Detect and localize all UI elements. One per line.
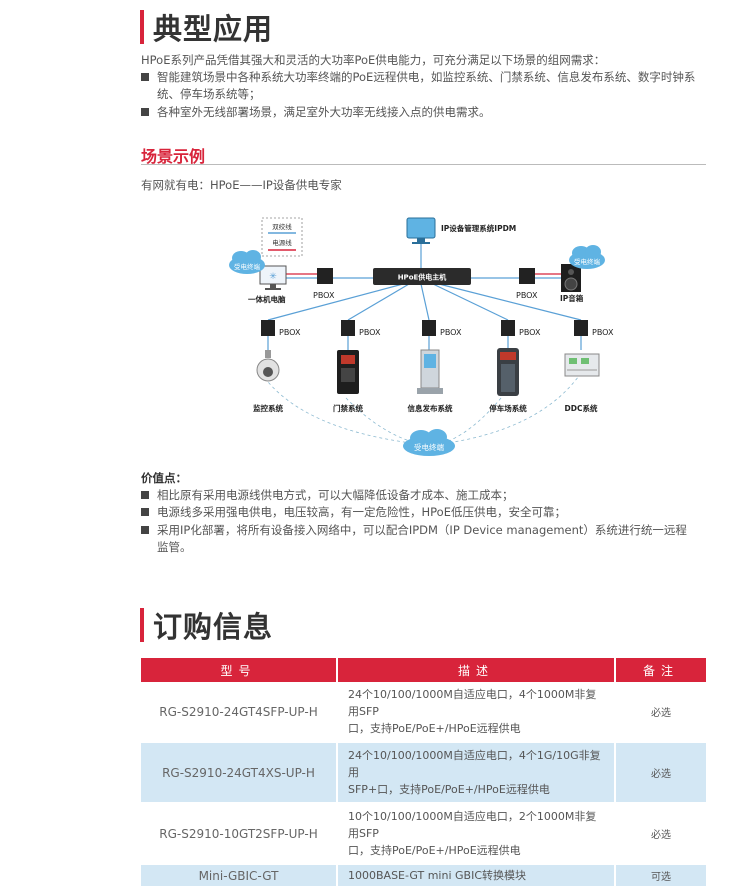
scenario-caption: 有网就有电：HPoE——IP设备供电专家 — [141, 178, 342, 192]
table-row: RG-S2910-10GT2SFP-UP-H 10个10/100/1000M自适… — [141, 803, 706, 865]
pbox-label: PBOX — [516, 291, 538, 300]
section-title-ordering-info: 订购信息 — [140, 604, 273, 646]
bullet-square-icon — [141, 108, 149, 116]
system-label: 门禁系统 — [333, 403, 363, 413]
pbox-label: PBOX — [440, 328, 462, 337]
pbox-top-right: PBOX — [516, 268, 538, 300]
cell-description: 24个10/100/1000M自适应电口，4个1G/10G非复用 SFP+口，支… — [337, 742, 616, 804]
all-in-one-pc-icon: ✳ — [259, 265, 287, 290]
section-title-typical-application: 典型应用 — [140, 6, 273, 48]
title-accent-bar — [140, 608, 144, 642]
cell-description: 10个10/100/1000M自适应电口，2个1000M非复用SFP 口，支持P… — [337, 803, 616, 865]
cloud-icon-bottom: 受电终端 — [403, 429, 455, 456]
page: 典型应用 HPoE系列产品凭借其强大和灵活的大功率PoE供电能力，可充分满足以下… — [140, 6, 706, 888]
table-row: RG-S2910-24GT4SFP-UP-H 24个10/100/1000M自适… — [141, 682, 706, 743]
cloud-icon-left: 受电终端 — [229, 250, 265, 274]
pbox-label: PBOX — [279, 328, 301, 337]
bullet-square-icon — [141, 526, 149, 534]
scenario-title: 场景示例 — [141, 147, 206, 166]
pbox-top-left: PBOX — [313, 268, 335, 300]
pbox-label: PBOX — [359, 328, 381, 337]
parking-terminal-icon — [497, 348, 519, 396]
application-bullet-2: 各种室外无线部署场景，满足室外大功率无线接入点的供电需求。 — [141, 104, 706, 121]
cell-note: 可选 — [615, 864, 706, 888]
header-description: 描述 — [337, 658, 616, 682]
system-labels: 监控系统 门禁系统 信息发布系统 停车场系统 DDC系统 — [253, 403, 598, 413]
value-title: 价值点： — [141, 471, 187, 485]
cell-model: RG-S2910-10GT2SFP-UP-H — [141, 803, 338, 865]
ipdm-label: IP设备管理系统IPDM — [441, 223, 516, 233]
bullet-square-icon — [141, 73, 149, 81]
bullet-square-icon — [141, 491, 149, 499]
cloud-icon-right: 受电终端 — [569, 245, 605, 269]
speaker-label: IP音箱 — [560, 293, 584, 303]
twisted-pair-lines — [267, 244, 582, 350]
cell-note: 必选 — [615, 742, 706, 804]
pc-screen-glyph: ✳ — [269, 272, 277, 282]
section-title-text: 订购信息 — [153, 610, 274, 644]
bullet-text-cont: 监管。 — [157, 540, 192, 554]
value-bullet-2: 电源线多采用强电供电，电压较高，有一定危险性，HPoE低压供电，安全可靠； — [141, 504, 706, 521]
legend-power-text: 电源线 — [272, 238, 292, 247]
legend-twisted-text: 双绞线 — [272, 222, 292, 231]
cell-model: RG-S2910-24GT4SFP-UP-H — [141, 682, 338, 743]
bullet-text: 采用IP化部署，将所有设备接入网络中，可以配合IPDM（IP Device ma… — [157, 523, 687, 537]
cloud-label: 受电终端 — [574, 257, 601, 266]
bullet-text: 相比原有采用电源线供电方式，可以大幅降低设备才成本、施工成本； — [157, 488, 514, 502]
bullet-text-cont: 统、停车场系统等； — [157, 87, 261, 101]
desc-line: SFP+口，支持PoE/PoE+/HPoE远程供电 — [348, 783, 550, 796]
bullet-text: 智能建筑场景中各种系统大功率终端的PoE远程供电，如监控系统、门禁系统、信息发布… — [157, 70, 696, 84]
section-title-text: 典型应用 — [153, 12, 274, 46]
cell-model: RG-S2910-24GT4XS-UP-H — [141, 742, 338, 804]
ip-speaker-icon — [561, 264, 581, 292]
cell-description: 24个10/100/1000M自适应电口，4个1000M非复用SFP 口，支持P… — [337, 682, 616, 743]
cloud-label: 受电终端 — [414, 442, 444, 452]
access-control-icon — [337, 350, 359, 394]
bullet-text: 电源线多采用强电供电，电压较高，有一定危险性，HPoE低压供电，安全可靠； — [157, 505, 566, 519]
system-label: DDC系统 — [565, 403, 598, 413]
cell-description: 1000BASE-GT mini GBIC转换模块 — [337, 864, 616, 888]
header-note: 备注 — [615, 658, 706, 682]
table-header-row: 型号 描述 备注 — [141, 658, 706, 682]
pbox-label: PBOX — [592, 328, 614, 337]
desc-line: 10个10/100/1000M自适应电口，2个1000M非复用SFP — [348, 810, 597, 840]
desc-line: 24个10/100/1000M自适应电口，4个1G/10G非复用 — [348, 749, 601, 779]
desc-line: 口，支持PoE/PoE+/HPoE远程供电 — [348, 722, 521, 735]
application-bullet-1: 智能建筑场景中各种系统大功率终端的PoE远程供电，如监控系统、门禁系统、信息发布… — [141, 69, 706, 103]
host-label: HPoE供电主机 — [398, 273, 447, 282]
hpoe-host-switch: HPoE供电主机 — [373, 268, 471, 285]
bullet-text: 各种室外无线部署场景，满足室外大功率无线接入点的供电需求。 — [157, 105, 491, 119]
ordering-table: 型号 描述 备注 RG-S2910-24GT4SFP-UP-H 24个10/10… — [141, 658, 706, 888]
pc-label: 一体机电脑 — [248, 294, 286, 304]
bullet-square-icon — [141, 508, 149, 516]
camera-dome-icon — [256, 350, 280, 382]
system-label: 停车场系统 — [489, 403, 527, 413]
desc-line: 口，支持PoE/PoE+/HPoE远程供电 — [348, 844, 521, 857]
title-accent-bar — [140, 10, 144, 44]
ipdm-monitor-icon — [406, 217, 436, 244]
value-bullet-3: 采用IP化部署，将所有设备接入网络中，可以配合IPDM（IP Device ma… — [141, 522, 706, 556]
desc-line: 24个10/100/1000M自适应电口，4个1000M非复用SFP — [348, 688, 597, 718]
value-bullet-1: 相比原有采用电源线供电方式，可以大幅降低设备才成本、施工成本； — [141, 487, 706, 504]
desc-line: 1000BASE-GT mini GBIC转换模块 — [348, 869, 527, 882]
info-kiosk-icon — [417, 349, 443, 394]
intro-paragraph: HPoE系列产品凭借其强大和灵活的大功率PoE供电能力，可充分满足以下场景的组网… — [141, 53, 606, 67]
system-label: 信息发布系统 — [408, 403, 453, 413]
pbox-row: PBOX PBOX PBOX PBOX PBOX — [261, 320, 614, 337]
table-row: Mini-GBIC-GT 1000BASE-GT mini GBIC转换模块 可… — [141, 864, 706, 888]
pbox-label: PBOX — [313, 291, 335, 300]
hpoe-network-diagram: 双绞线 电源线 — [229, 217, 614, 456]
cloud-label: 受电终端 — [234, 262, 261, 271]
cell-model: Mini-GBIC-GT — [141, 864, 338, 888]
cell-note: 必选 — [615, 682, 706, 743]
system-label: 监控系统 — [253, 403, 283, 413]
header-model: 型号 — [141, 658, 338, 682]
ddc-controller-icon — [564, 353, 600, 377]
table-row: RG-S2910-24GT4XS-UP-H 24个10/100/1000M自适应… — [141, 742, 706, 804]
cell-note: 必选 — [615, 803, 706, 865]
scenario-divider — [141, 164, 706, 165]
pbox-label: PBOX — [519, 328, 541, 337]
legend: 双绞线 电源线 — [261, 217, 303, 257]
